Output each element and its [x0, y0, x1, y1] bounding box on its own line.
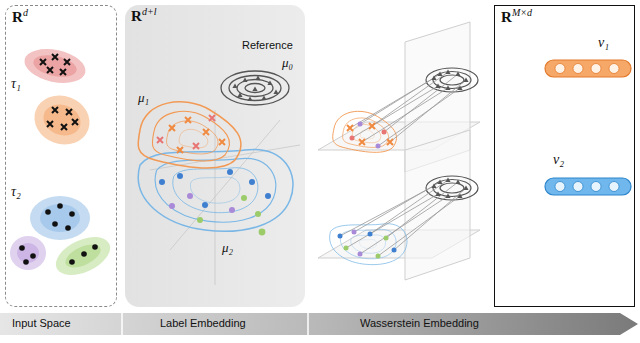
measure-label: μ₁ — [138, 91, 149, 105]
measure-label: μ₀ — [282, 56, 293, 70]
stage-label: Input Space — [12, 317, 71, 329]
space-symbol: R — [501, 9, 512, 26]
task-label: τ₂ — [11, 184, 21, 199]
vector-label: v₁ — [598, 35, 609, 50]
output-space-panel: RM×d v₁ v₂ — [494, 5, 635, 307]
space-superscript: M×d — [512, 7, 532, 18]
space-superscript: d+l — [142, 6, 157, 17]
vector-label: v₂ — [553, 152, 564, 167]
input-space-panel: Rd τ₁ τ₂ — [5, 5, 117, 307]
stage-label: Label Embedding — [160, 317, 246, 329]
stage-label: Wasserstein Embedding — [360, 317, 479, 329]
label-embedding-panel: Rd+lReference μ₀ μ₁ μ₂ — [125, 5, 305, 307]
reference-label: Reference — [242, 39, 293, 51]
space-superscript: d — [23, 7, 28, 18]
space-symbol: R — [12, 9, 23, 26]
task-label: τ₁ — [11, 76, 21, 91]
space-symbol: R — [131, 8, 142, 25]
measure-label: μ₂ — [222, 241, 233, 255]
